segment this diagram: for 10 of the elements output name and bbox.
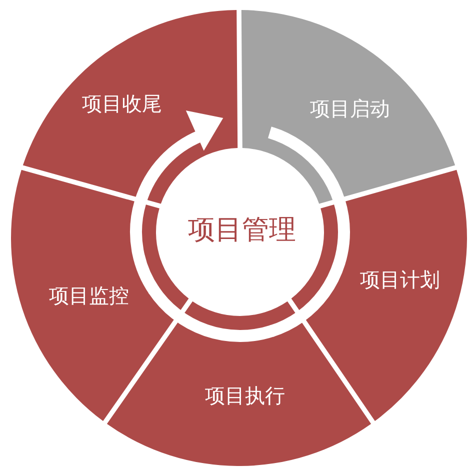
phase-label: 项目执行: [205, 384, 285, 408]
arc-line: [148, 286, 274, 342]
phase-label: 项目启动: [310, 98, 390, 120]
curved-arrow: [130, 110, 224, 294]
arc-line: [268, 126, 350, 234]
arc-line: [269, 230, 350, 337]
hub-label: 项目管理: [188, 214, 296, 246]
phase-label: 项目计划: [360, 268, 440, 292]
phase-label: 项目监控: [49, 284, 129, 308]
phase-label: 项目收尾: [82, 92, 162, 116]
